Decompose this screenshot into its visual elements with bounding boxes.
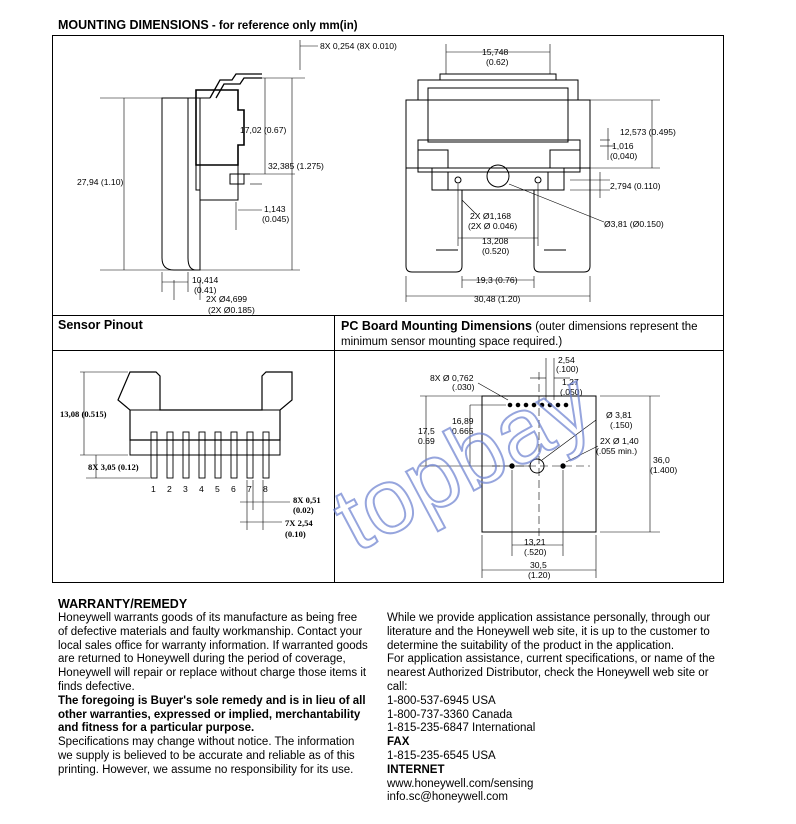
side-overall-height: 32,385 (1.275) [268,161,324,171]
pcb-pad-in: (.030) [452,382,475,392]
title-subtitle: - for reference only mm(in) [208,20,358,32]
pin-label-5: 5 [215,484,220,494]
pcb-h1-in: 0.69 [418,436,435,446]
side-port-in: (2X Ø0.185) [208,305,255,315]
pcb-hole-spacing-mm: 13,21 [524,537,546,547]
frame-divider-bottom [52,350,724,351]
side-height-total: 27,94 (1.10) [77,177,123,187]
pinout-pin-width-2: (0.02) [293,505,314,515]
pcb-width-mm: 30,5 [530,560,547,570]
pin-label-1: 1 [151,484,156,494]
side-standoff-mm: 1,143 [264,204,286,214]
page-title: MOUNTING DIMENSIONS - for reference only… [58,18,358,32]
side-port-mm: 2X Ø4,699 [206,294,247,304]
fax-label: FAX [387,736,410,749]
pcb-title-block: PC Board Mounting Dimensions (outer dime… [341,319,721,350]
pcb-center-mm: Ø 3,81 [606,410,632,420]
front-offset-in: (0,040) [610,151,637,161]
pinout-pin-width-1: 8X 0,51 [293,495,321,505]
front-spacing-in: (0.520) [482,246,509,256]
warranty-body: Honeywell warrants goods of its manufact… [58,612,368,693]
front-view-dimensions [405,44,660,302]
front-outer-width: 30,48 (1.20) [474,294,520,304]
frame-divider-vertical [334,315,335,583]
phone-canada: 1-800-737-3360 Canada [387,708,513,721]
side-depth-mm: 10,414 [192,275,219,285]
pin-label-4: 4 [199,484,204,494]
front-mount-hole-mm: 2X Ø1,168 [470,211,511,221]
pcb-pad-mm: 8X Ø 0,762 [430,373,474,383]
pinout-dimensions [80,371,290,530]
phone-usa: 1-800-537-6945 USA [387,694,496,707]
pinout-height: 13,08 (0.515) [60,409,107,419]
front-top-mm: 15,748 [482,47,509,57]
pcb-note: (outer dimensions represent the minimum … [341,321,698,348]
warranty-text: Honeywell warrants goods of its manufact… [58,612,368,778]
pcb-side-in: (.055 min.) [596,446,637,456]
front-offset-mm: 1,016 [612,141,634,151]
pinout-title: Sensor Pinout [58,318,143,332]
pcb-width-in: (1.20) [528,570,551,580]
front-inner-width: 19,3 (0.76) [476,275,518,285]
side-view-drawing [161,73,262,271]
pin-label-2: 2 [167,484,172,494]
front-mount-hole-in: (2X Ø 0.046) [468,221,517,231]
pcb-h1-mm: 17,5 [418,426,435,436]
pcb-gap-in: (.050) [560,387,583,397]
front-pin-height: 2,794 (0.110) [610,181,661,191]
side-depth-in: (0.41) [194,285,217,295]
website-link[interactable]: www.honeywell.com/sensing [387,777,534,790]
frame-divider-top [52,315,724,316]
pcb-gap-mm: 1,27 [562,377,579,387]
pin-label-3: 3 [183,484,188,494]
internet-label: INTERNET [387,763,445,776]
phone-international: 1-815-235-6847 International [387,722,536,735]
pcb-height-in: (1.400) [650,465,677,475]
pcb-h2-mm: 16,89 [452,416,474,426]
pcb-drawing [481,372,597,540]
pcb-height-mm: 36,0 [653,455,670,465]
contact-help: For application assistance, current spec… [387,653,715,693]
contact-text: While we provide application assistance … [387,612,717,805]
side-standoff-in: (0.045) [262,214,289,224]
pcb-h2-in: 0.665 [452,426,474,436]
pcb-pitch-in: (.100) [556,364,579,374]
pinout-pin-length: 8X 3,05 (0.12) [88,462,139,472]
pin-label-7: 7 [247,484,252,494]
pcb-side-mm: 2X Ø 1,40 [600,436,639,446]
pcb-hole-spacing-in: (.520) [524,547,547,557]
warranty-disclaimer: Specifications may change without notice… [58,736,355,776]
pcb-title: PC Board Mounting Dimensions [341,319,532,333]
pinout-pitch-1: 7X 2,54 [285,518,313,528]
pcb-pitch-mm: 2,54 [558,355,575,365]
side-lead-width: 8X 0,254 (8X 0.010) [320,41,397,51]
warranty-title: WARRANTY/REMEDY [58,597,188,611]
front-center-hole: Ø3,81 (Ø0.150) [604,219,664,229]
front-top-in: (0.62) [486,57,509,67]
pcb-dimensions [420,358,660,578]
fax-number: 1-815-235-6545 USA [387,749,496,762]
pin-label-8: 8 [263,484,268,494]
contact-intro: While we provide application assistance … [387,612,711,652]
side-body-height: 17,02 (0.67) [240,125,286,135]
pcb-center-in: (.150) [610,420,633,430]
pinout-pins [150,431,270,479]
front-spacing-mm: 13,208 [482,236,509,246]
drawing-frame [52,35,724,583]
front-body-height: 12,573 (0.495) [620,127,676,137]
warranty-bold: The foregoing is Buyer's sole remedy and… [58,694,366,735]
side-view-dimensions [100,40,318,300]
email-link[interactable]: info.sc@honeywell.com [387,791,508,804]
title-main: MOUNTING DIMENSIONS [58,18,209,32]
pin-label-6: 6 [231,484,236,494]
pinout-pitch-2: (0.10) [285,529,306,539]
